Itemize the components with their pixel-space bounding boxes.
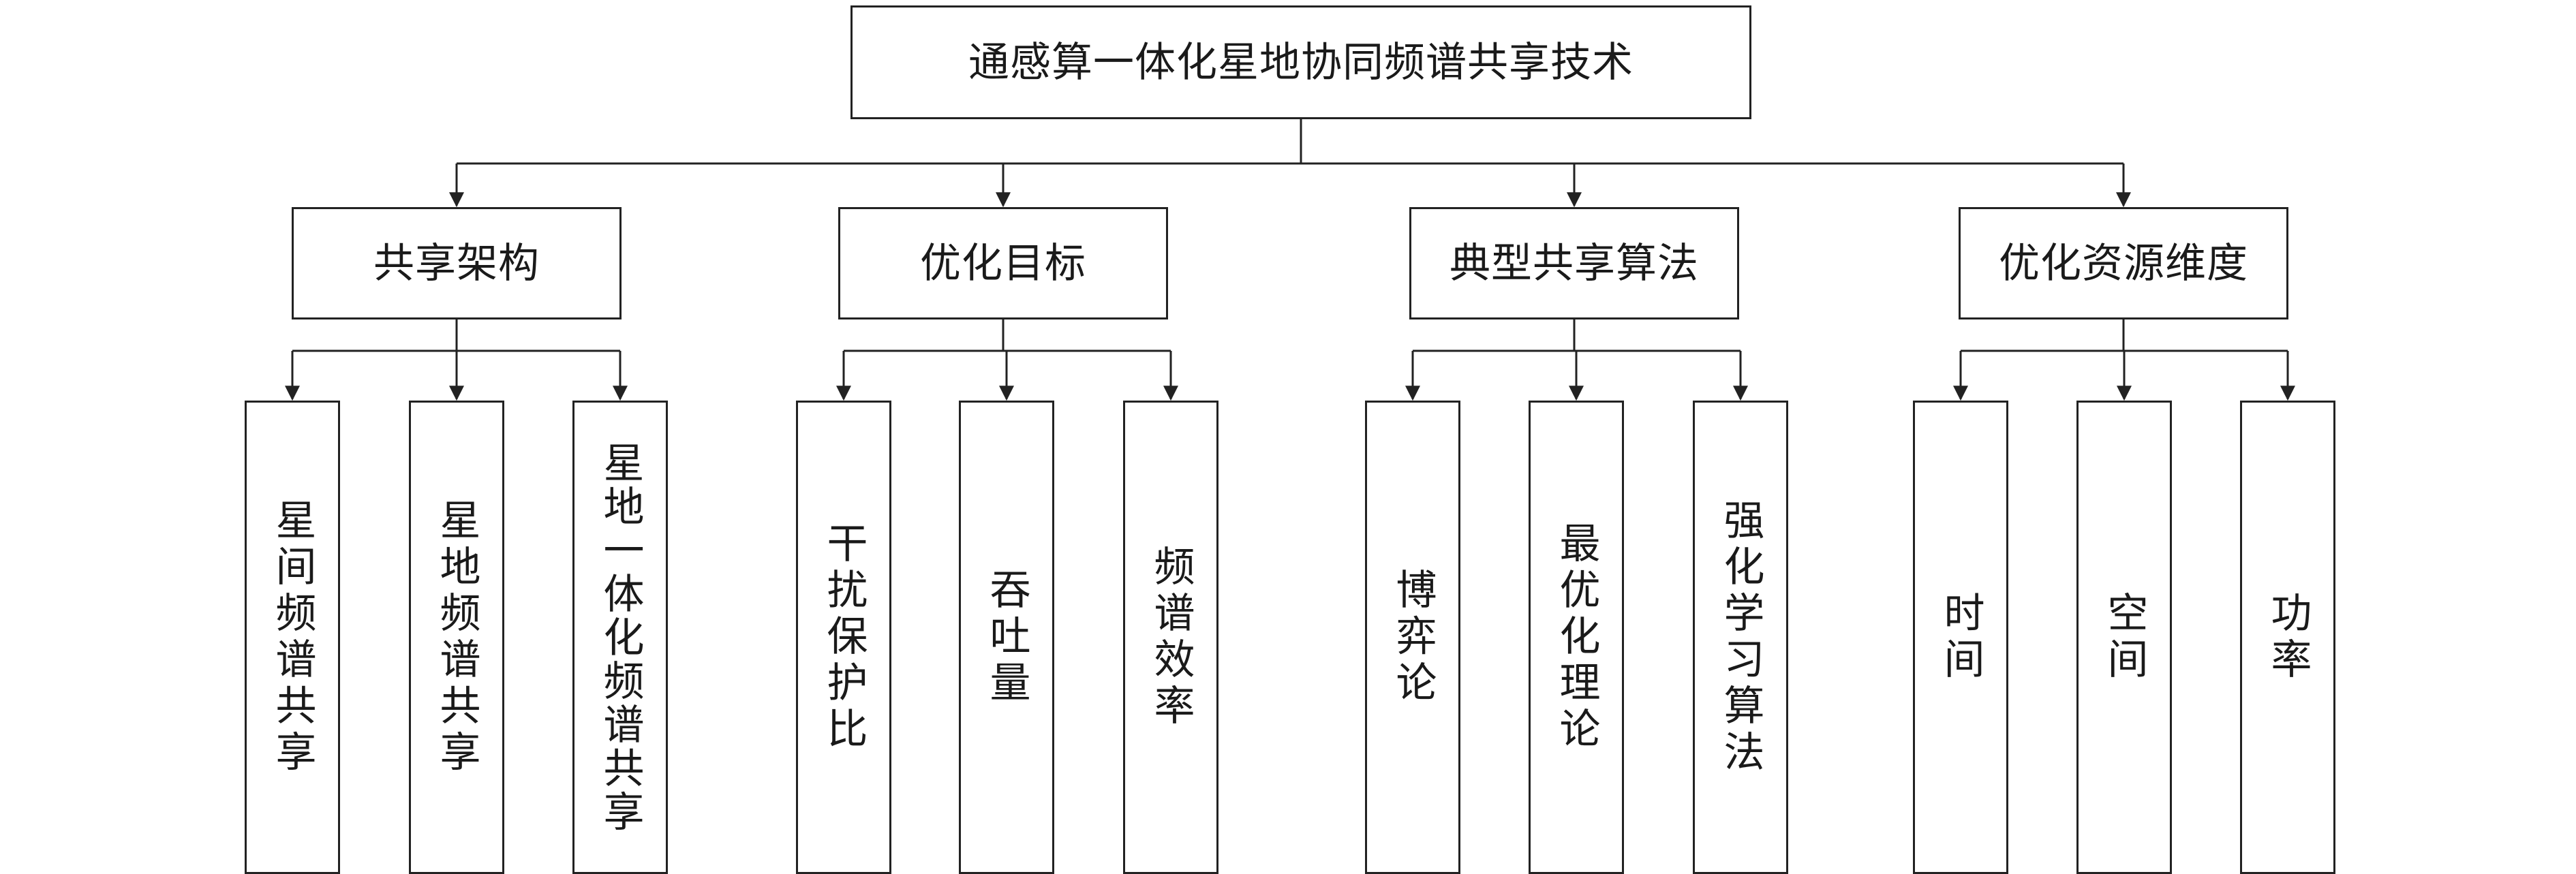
category-node-sharing-architecture: 共享架构 bbox=[292, 207, 622, 319]
leaf-label: 时间 bbox=[1937, 591, 1984, 684]
leaf-node: 频谱效率 bbox=[1123, 401, 1218, 874]
category-node-typical-algorithms: 典型共享算法 bbox=[1409, 207, 1739, 319]
leaf-label: 星地频谱共享 bbox=[433, 498, 480, 777]
category-label: 优化目标 bbox=[920, 239, 1086, 287]
leaf-node: 星地一体化频谱共享 bbox=[572, 401, 668, 874]
category-node-optimization-objective: 优化目标 bbox=[838, 207, 1168, 319]
category-label: 共享架构 bbox=[373, 239, 540, 287]
leaf-node: 最优化理论 bbox=[1529, 401, 1624, 874]
leaf-label: 星地一体化频谱共享 bbox=[596, 441, 644, 834]
leaf-node: 星间频谱共享 bbox=[245, 401, 340, 874]
category-label: 优化资源维度 bbox=[1999, 239, 2248, 287]
leaf-node: 博弈论 bbox=[1365, 401, 1460, 874]
leaf-node: 干扰保护比 bbox=[796, 401, 891, 874]
leaf-label: 最优化理论 bbox=[1552, 521, 1600, 753]
leaf-label: 强化学习算法 bbox=[1717, 498, 1764, 777]
root-node: 通感算一体化星地协同频谱共享技术 bbox=[850, 5, 1751, 119]
leaf-label: 功率 bbox=[2264, 591, 2312, 684]
category-node-resource-dimension: 优化资源维度 bbox=[1959, 207, 2288, 319]
leaf-label: 吞吐量 bbox=[983, 567, 1030, 707]
category-label: 典型共享算法 bbox=[1450, 239, 1699, 287]
leaf-label: 干扰保护比 bbox=[820, 521, 868, 753]
leaf-label: 频谱效率 bbox=[1147, 544, 1195, 730]
leaf-node: 空间 bbox=[2076, 401, 2172, 874]
leaf-label: 空间 bbox=[2100, 591, 2148, 684]
leaf-label: 博弈论 bbox=[1389, 567, 1437, 707]
root-node-label: 通感算一体化星地协同频谱共享技术 bbox=[968, 38, 1634, 87]
leaf-node: 吞吐量 bbox=[959, 401, 1054, 874]
leaf-node: 功率 bbox=[2240, 401, 2335, 874]
leaf-node: 强化学习算法 bbox=[1693, 401, 1788, 874]
leaf-node: 星地频谱共享 bbox=[409, 401, 504, 874]
leaf-label: 星间频谱共享 bbox=[269, 498, 316, 777]
leaf-node: 时间 bbox=[1913, 401, 2008, 874]
